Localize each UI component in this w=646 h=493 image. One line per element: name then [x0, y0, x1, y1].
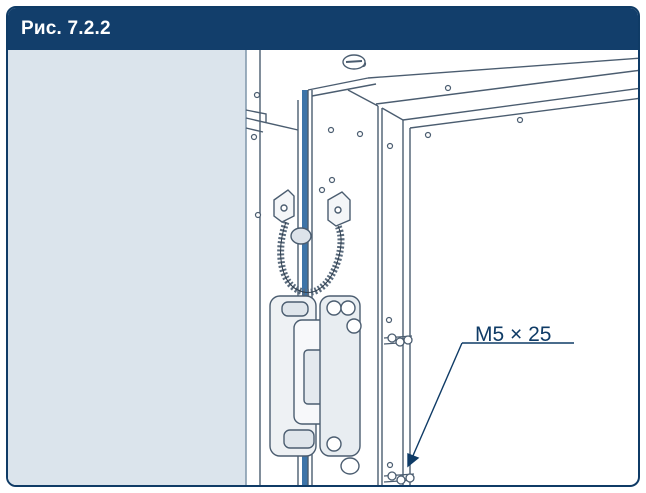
- screw-size-label: M5 × 25: [475, 323, 552, 346]
- wall-panel: [8, 50, 246, 485]
- figure-title: Рис. 7.2.2: [21, 18, 111, 39]
- figure-frame: Рис. 7.2.2: [6, 6, 640, 487]
- cable-brackets: [273, 189, 351, 227]
- screws-lower: [383, 471, 415, 485]
- callout-arrow: [407, 342, 574, 468]
- screws-upper: [383, 333, 413, 347]
- installation-diagram: [8, 50, 638, 485]
- door-gap-strip: [302, 90, 308, 485]
- figure-header: Рис. 7.2.2: [8, 8, 638, 50]
- door-lock: [269, 295, 362, 475]
- cable-entry-hole: [290, 227, 312, 245]
- door-frame: [307, 57, 638, 485]
